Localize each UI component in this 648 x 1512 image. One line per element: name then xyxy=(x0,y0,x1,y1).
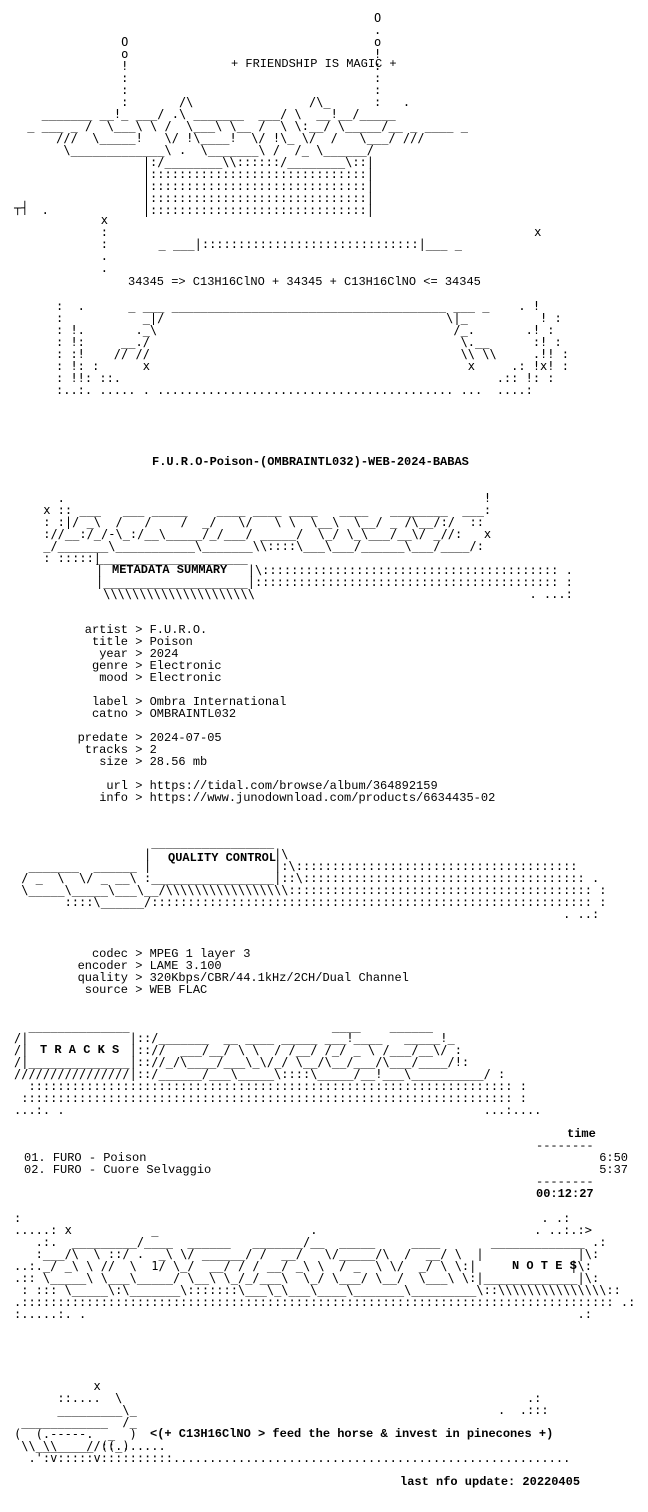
tracks-divider-total: -------- xyxy=(536,1175,594,1189)
metadata-key: info xyxy=(99,791,128,805)
header-ascii-base: : . _ ___ ______________________________… xyxy=(56,299,569,397)
metadata-table: artist > F.U.R.O. title > Poison year > … xyxy=(64,624,496,828)
metadata-key: label xyxy=(91,695,128,709)
metadata-key: artist xyxy=(84,623,128,637)
notes-footer-ascii-bottom: \__\_____/::....... .':v:::::v::::::::::… xyxy=(28,1439,571,1465)
quality-key: quality xyxy=(77,971,128,985)
header-ascii-frame: ┬┤ x : x : _ ___|:::::::::::::::::::::::… xyxy=(14,201,542,275)
notes-message: <(+ C13H16ClNO > feed the horse & invest… xyxy=(150,1427,554,1441)
metadata-info-link[interactable]: https://www.junodownload.com/products/66… xyxy=(149,791,496,805)
metadata-section-title: METADATA SUMMARY xyxy=(112,563,228,577)
metadata-value: 28.56 mb xyxy=(149,755,208,769)
quality-value: LAME 3.100 xyxy=(149,959,222,973)
track-row: 02. FURO - Cuore Selvaggio xyxy=(24,1164,211,1176)
notes-section-title: N O T E S xyxy=(512,1259,577,1273)
metadata-key: genre xyxy=(91,659,128,673)
metadata-key: size xyxy=(99,755,128,769)
metadata-value: Poison xyxy=(149,635,193,649)
quality-value: 320Kbps/CBR/44.1kHz/2CH/Dual Channel xyxy=(149,971,409,985)
metadata-value: OMBRAINTL032 xyxy=(149,707,237,721)
metadata-value: Electronic xyxy=(149,671,222,685)
quality-key: codec xyxy=(91,947,128,961)
quality-key: encoder xyxy=(77,959,128,973)
metadata-value: Electronic xyxy=(149,659,222,673)
metadata-key: url xyxy=(106,779,128,793)
metadata-key: mood xyxy=(99,671,128,685)
track-row: 01. FURO - Poison xyxy=(24,1152,146,1164)
track-name: FURO - Poison xyxy=(52,1151,147,1165)
track-name: FURO - Cuore Selvaggio xyxy=(52,1163,212,1177)
header-banner: + FRIENDSHIP IS MAGIC + xyxy=(231,57,397,71)
metadata-title-box: _____________________ | |\::::::::::::::… xyxy=(96,551,573,601)
release-name: F.U.R.O-Poison-(OMBRAINTL032)-WEB-2024-B… xyxy=(152,455,469,469)
header-formula: 34345 => C13H16ClNO + 34345 + C13H16ClNO… xyxy=(128,275,481,289)
metadata-key: year xyxy=(99,647,128,661)
tracks-ascii-art: ______________ ____ ______ /| |::/______… xyxy=(14,1019,542,1117)
track-number: 01. xyxy=(24,1151,46,1165)
metadata-value: 2024 xyxy=(149,647,179,661)
metadata-key: catno xyxy=(91,707,128,721)
metadata-ascii-art: . ! x :: ___ ___ _____ ____ ____ ____ __… xyxy=(43,491,492,565)
metadata-key: predate xyxy=(77,731,128,745)
quality-value: WEB FLAC xyxy=(149,983,208,997)
metadata-value: 2 xyxy=(149,743,157,757)
track-list: 01. FURO - Poison 6:50 02. FURO - Cuore … xyxy=(24,1152,628,1176)
metadata-value: F.U.R.O. xyxy=(149,623,208,637)
tracks-divider: -------- xyxy=(536,1139,594,1153)
metadata-key: tracks xyxy=(84,743,128,757)
quality-section-title: QUALITY CONTROL xyxy=(168,851,277,865)
track-time: 6:50 xyxy=(599,1151,628,1165)
last-update: last nfo update: 20220405 xyxy=(400,1475,581,1489)
notes-footer-ascii: x ::.... \ .: _________\_ . .::: _______… xyxy=(14,1379,549,1453)
quality-ascii-art: _________________ | |\ _______ ______ | … xyxy=(21,835,607,921)
tracks-total-time: 00:12:27 xyxy=(536,1187,594,1201)
tracks-time-header: time xyxy=(567,1127,596,1141)
notes-ascii-art: : . .: .....: x _ . . ..:.:> .:. _______… xyxy=(14,1211,636,1321)
track-time: 5:37 xyxy=(599,1163,628,1177)
quality-value: MPEG 1 layer 3 xyxy=(149,947,251,961)
metadata-value: 2024-07-05 xyxy=(149,731,222,745)
metadata-key: title xyxy=(91,635,128,649)
metadata-url-link[interactable]: https://tidal.com/browse/album/364892159 xyxy=(149,779,438,793)
tracks-section-title: T R A C K S xyxy=(40,1043,120,1057)
metadata-value: Ombra International xyxy=(149,695,287,709)
header-ascii-art: O . O o o ! ! xyxy=(27,11,468,217)
quality-key: source xyxy=(84,983,128,997)
quality-table: codec > MPEG 1 layer 3 encoder > LAME 3.… xyxy=(64,948,409,1020)
track-number: 02. xyxy=(24,1163,46,1177)
